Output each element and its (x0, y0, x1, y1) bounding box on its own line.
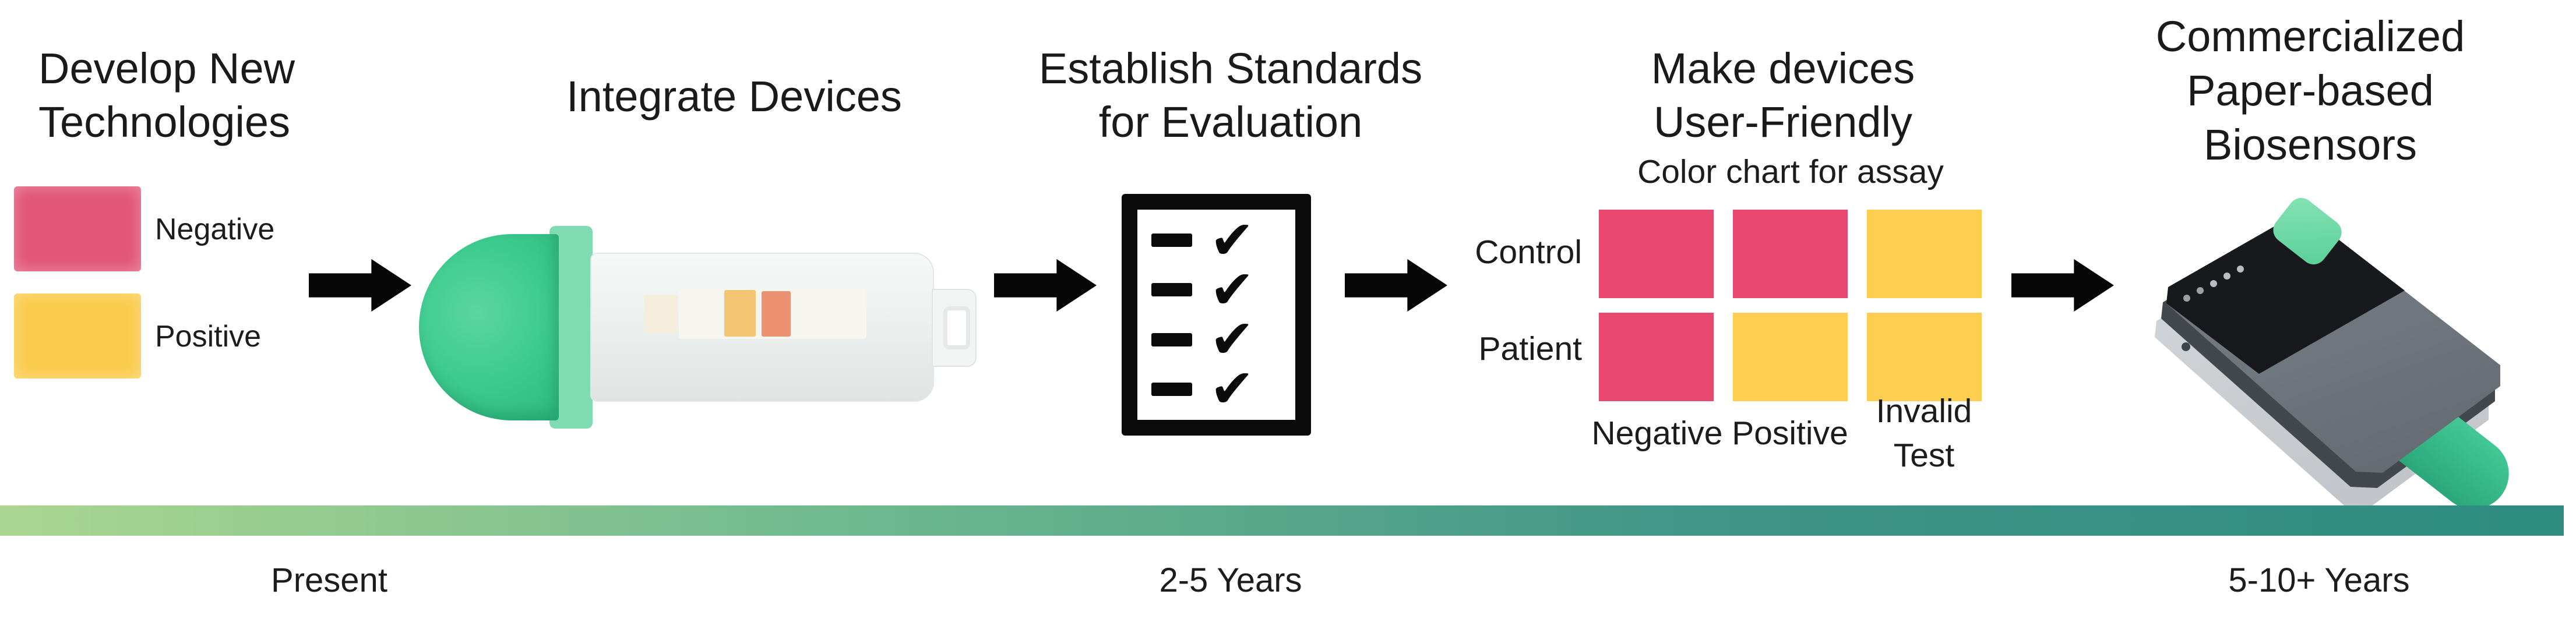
cassette-faint-pad (644, 295, 678, 333)
col-label-negative: Negative (1591, 415, 1723, 452)
row-label-patient: Patient (1478, 330, 1582, 367)
reader-led-dot (2223, 273, 2230, 280)
stage3-title-line2: for Evaluation (1098, 98, 1363, 146)
cassette-hang-tab (932, 289, 977, 367)
test-cassette-device-photo (419, 226, 977, 429)
checkmark-icon: ✔ (1210, 258, 1255, 321)
cassette-tab-hole (943, 306, 970, 349)
stage3-title-line1: Establish Standards (1038, 44, 1423, 93)
stage5-title: Commercialized Paper-based Biosensors (2077, 9, 2543, 172)
col-label-positive: Positive (1732, 415, 1848, 452)
timeline-gradient-bar (0, 505, 2564, 536)
reader-led-dot (2183, 295, 2190, 302)
flow-arrow-1-icon (309, 259, 411, 312)
stage4-title-line1: Make devices (1651, 44, 1915, 93)
negative-sample-swatch (14, 186, 141, 271)
checklist-row: ✔ (1151, 308, 1281, 371)
row-label-control: Control (1475, 234, 1582, 271)
checkmark-icon: ✔ (1210, 358, 1255, 420)
flow-arrow-2-icon (994, 259, 1097, 312)
cassette-body (590, 253, 934, 402)
timeline-label-2-5-years: 2-5 Years (1159, 561, 1302, 599)
checkmark-icon: ✔ (1210, 308, 1255, 371)
stage5-title-line1: Commercialized (2155, 12, 2465, 61)
checkmark-icon: ✔ (1210, 208, 1255, 271)
timeline-label-5-10-years: 5-10+ Years (2228, 561, 2410, 599)
stage2-title: Integrate Devices (566, 72, 902, 121)
assay-color-chart-grid (1599, 210, 1982, 401)
stage1-title-line2: Technologies (38, 98, 290, 146)
positive-sample-swatch (14, 293, 141, 379)
reader-port-hole (2182, 342, 2190, 351)
stage3-title: Establish Standards for Evaluation (998, 42, 1464, 149)
checklist-dash (1151, 333, 1192, 346)
checklist-dash (1151, 382, 1192, 396)
stage1-title-line1: Develop New (38, 44, 295, 93)
checklist-icon: ✔ ✔ ✔ ✔ (1122, 194, 1311, 436)
assay-cell-patient-positive (1733, 313, 1848, 401)
assay-cell-control-positive (1733, 210, 1848, 298)
positive-swatch-label: Positive (155, 320, 262, 353)
assay-cell-patient-invalid (1867, 313, 1982, 401)
timeline-label-present: Present (271, 561, 387, 599)
cassette-yellow-pad (724, 290, 756, 337)
stage4-title: Make devices User-Friendly (1550, 42, 2016, 149)
stage4-title-line2: User-Friendly (1653, 98, 1913, 146)
reader-led-dot (2210, 280, 2217, 287)
assay-cell-control-invalid (1867, 210, 1982, 298)
stage5-title-line2: Paper-based (2187, 66, 2434, 115)
flow-arrow-4-icon (2011, 259, 2114, 312)
reader-led-dot (2197, 287, 2204, 294)
cassette-green-cap (419, 234, 559, 420)
reader-led-dot (2237, 266, 2244, 273)
biosensor-reader-device-photo (2109, 157, 2575, 524)
checklist-row: ✔ (1151, 358, 1281, 420)
checklist-dash (1151, 234, 1192, 247)
stage-develop-new-technologies: Develop New Technologies (38, 42, 295, 149)
stage5-title-line3: Biosensors (2203, 121, 2418, 169)
checklist-dash (1151, 283, 1192, 297)
color-chart-subtitle: Color chart for assay (1637, 153, 1944, 190)
checklist-row: ✔ (1151, 258, 1281, 321)
col-label-invalid-test: Invalid Test (1876, 392, 1972, 474)
cassette-orange-pad (762, 291, 791, 337)
assay-cell-control-negative (1599, 210, 1714, 298)
assay-cell-patient-negative (1599, 313, 1714, 401)
negative-swatch-label: Negative (155, 213, 275, 246)
checklist-row: ✔ (1151, 208, 1281, 271)
